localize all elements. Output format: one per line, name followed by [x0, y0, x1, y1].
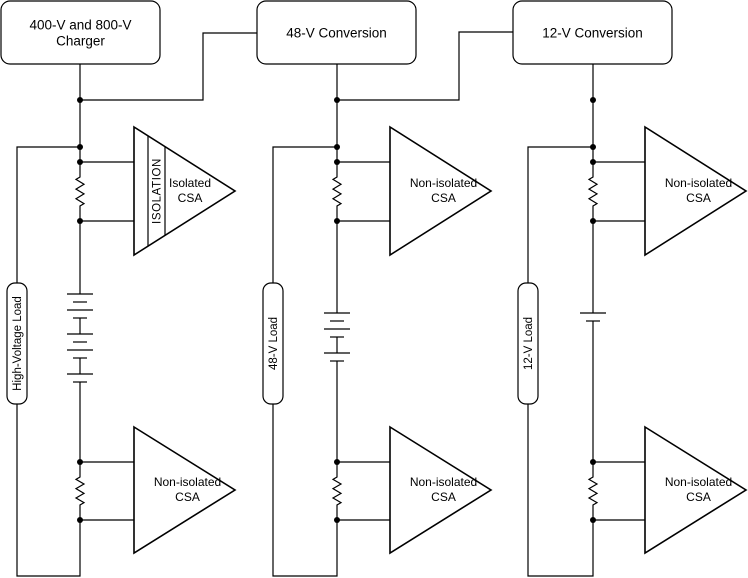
source-block: 48-V Conversion [256, 0, 417, 65]
resistor-icon [331, 462, 343, 520]
load-wire-top [272, 146, 337, 283]
source-label: 12-V Conversion [542, 26, 643, 41]
load-label: 12-V Load [523, 317, 535, 370]
amplifier-triangle-icon [389, 125, 493, 257]
amplifier-triangle-icon [644, 425, 748, 555]
csa-label: CSA [178, 191, 203, 205]
battery-icon [67, 293, 93, 383]
csa-label: Non-isolated [154, 475, 221, 489]
csa-label: Isolated [169, 176, 211, 190]
csa-label: CSA [431, 191, 456, 205]
resistor-icon [74, 462, 86, 520]
source-label: 48-V Conversion [286, 26, 387, 41]
load-wire-bottom [527, 404, 594, 577]
load-wire-top [16, 146, 80, 283]
battery-icon [580, 312, 606, 322]
csa-label: CSA [686, 490, 711, 504]
load-label: High-Voltage Load [12, 296, 24, 391]
load-wire-bottom [16, 404, 81, 577]
junction-dot [334, 97, 340, 103]
csa-label: Non-isolated [410, 475, 477, 489]
resistor-icon [74, 162, 86, 221]
load-wire-bottom [272, 404, 338, 577]
load: 12-V Load [517, 282, 539, 405]
load-label: 48-V Load [268, 317, 280, 370]
feed-wire-charger-to-48v [80, 32, 257, 101]
load-wire-top [527, 146, 593, 283]
junction-dot [590, 97, 596, 103]
feed-wires [80, 31, 513, 101]
source-block: 12-V Conversion [512, 0, 673, 65]
battery-icon [324, 312, 350, 362]
resistor-icon [587, 462, 599, 520]
resistor-icon [331, 162, 343, 221]
amplifier-triangle-icon [644, 125, 748, 257]
amplifier-triangle-icon [133, 125, 237, 257]
source-box [0, 0, 161, 65]
load: High-Voltage Load [6, 282, 28, 405]
resistor-icon [587, 162, 599, 221]
load: 48-V Load [262, 282, 284, 405]
csa-label: CSA [686, 191, 711, 205]
amplifier-triangle-icon [133, 425, 237, 555]
amplifier-triangle-icon [389, 425, 493, 555]
csa-label: Non-isolated [665, 176, 732, 190]
feed-wire-48v-to-12v [337, 31, 513, 101]
junction-dot [77, 97, 83, 103]
csa-label: CSA [431, 490, 456, 504]
source-label: 400-V and 800-V [29, 18, 131, 33]
source-label: Charger [56, 34, 105, 49]
csa-label: Non-isolated [410, 176, 477, 190]
isolation-label: ISOLATION [152, 158, 164, 224]
csa-label: CSA [175, 490, 200, 504]
csa-label: Non-isolated [665, 475, 732, 489]
